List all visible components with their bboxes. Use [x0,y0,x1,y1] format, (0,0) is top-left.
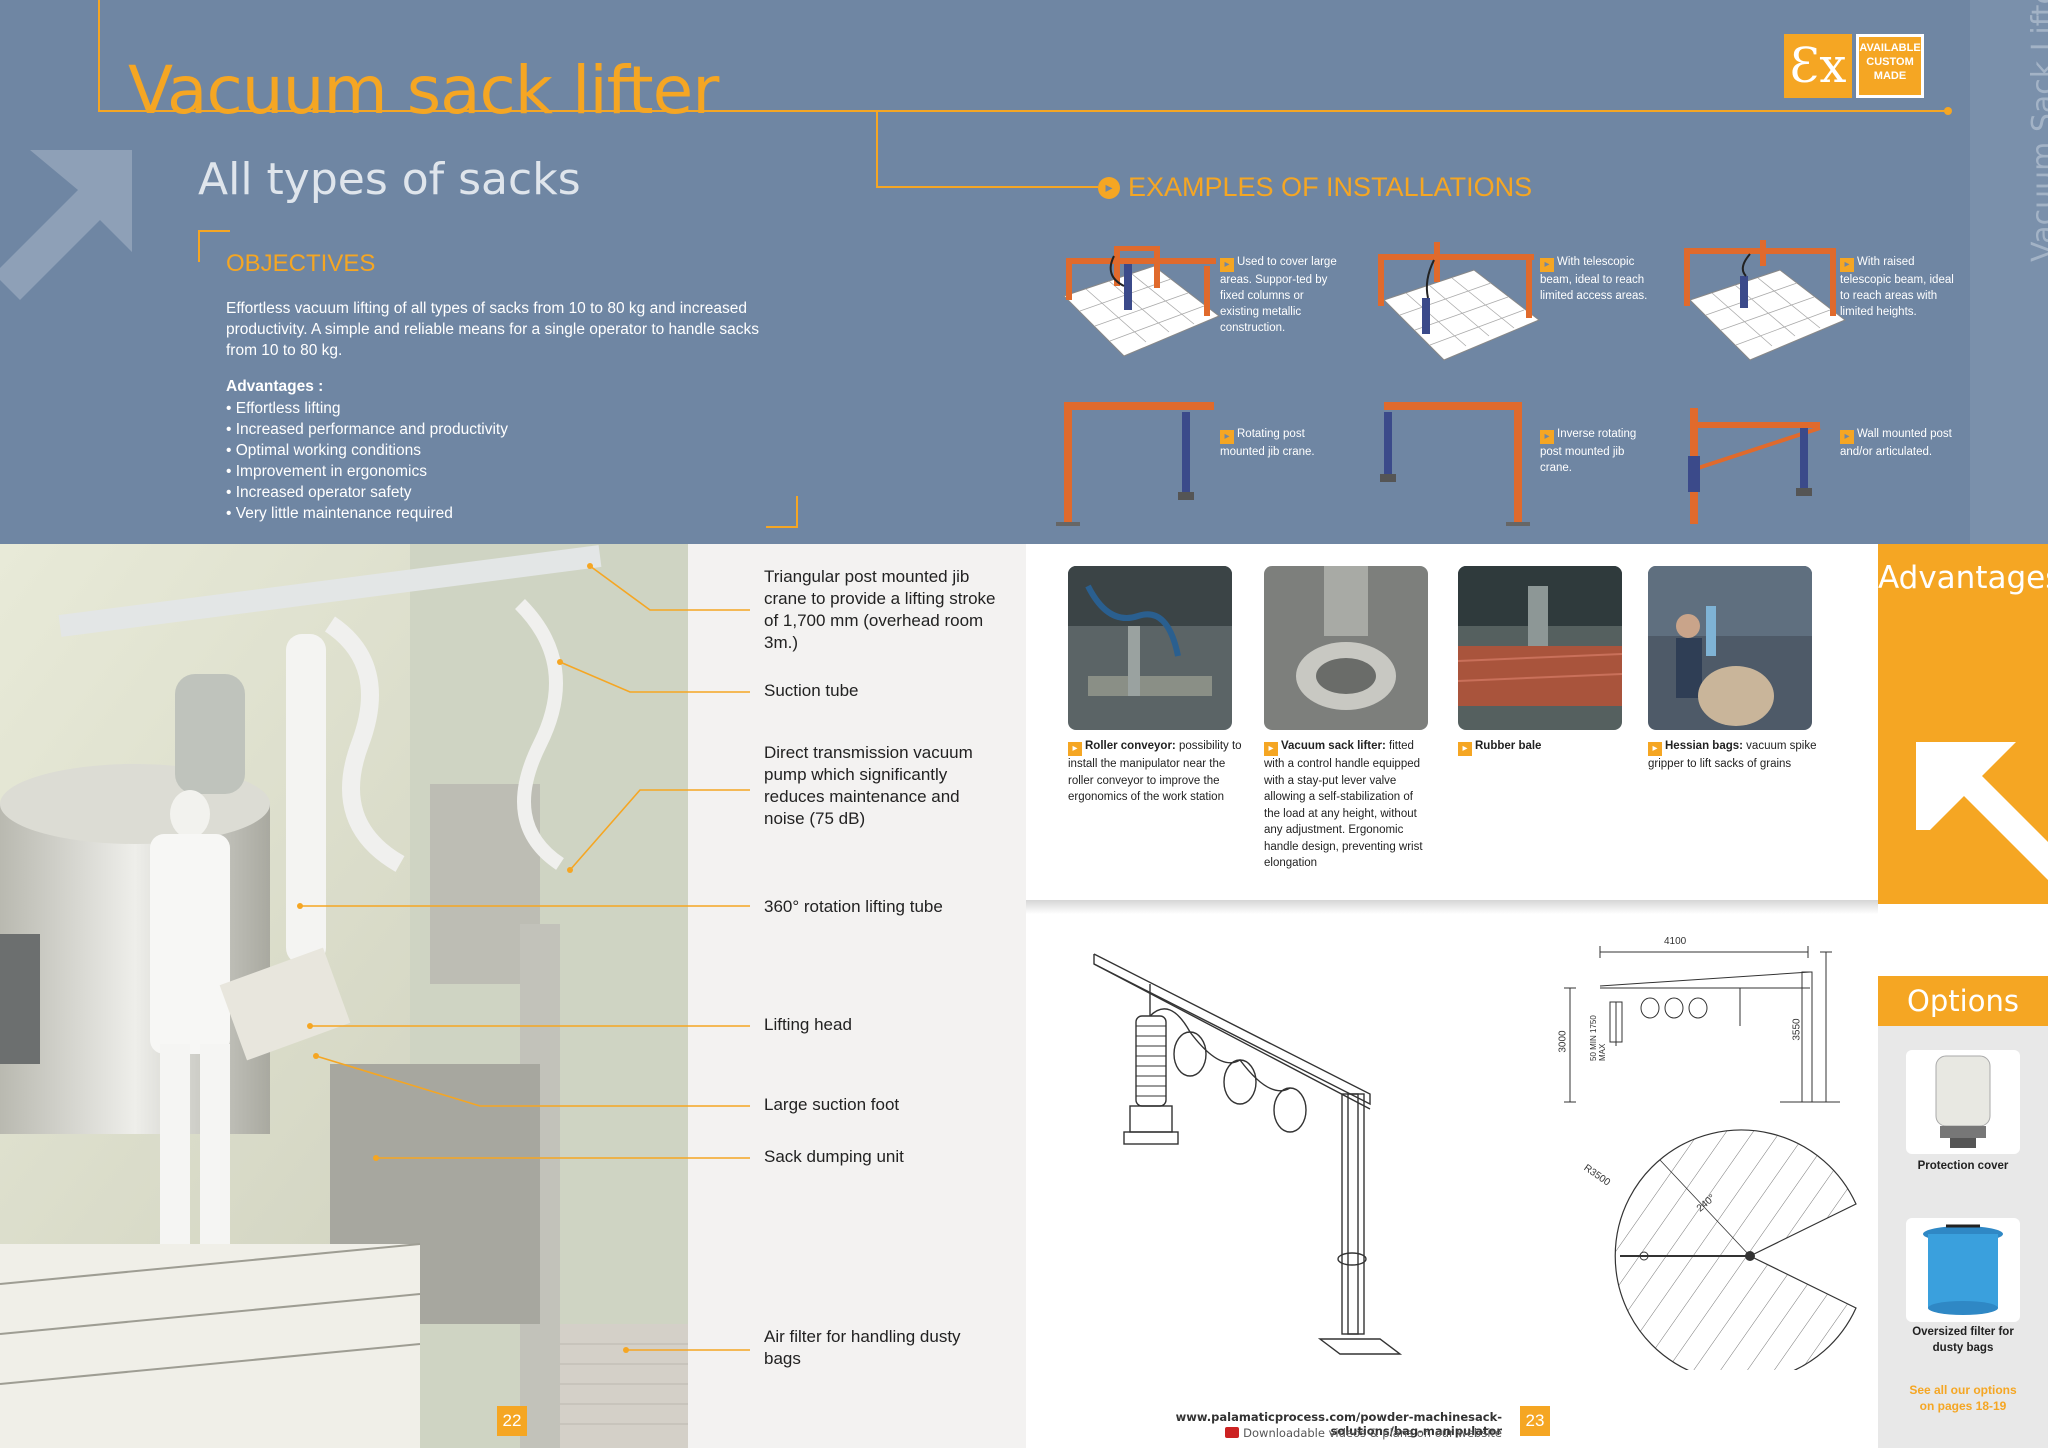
page-number-left: 22 [497,1406,527,1436]
callout-air-filter: Air filter for handling dusty bags [764,1327,961,1368]
page-subtitle: All types of sacks [198,154,581,205]
frame-line-horizontal [98,110,1948,112]
custom-badge-line: CUSTOM [1866,56,1914,68]
callout-suction-foot: Large suction foot [764,1095,900,1114]
option-filter-image [1906,1218,2020,1322]
objectives-heading: OBJECTIVES [226,250,376,277]
frame-line-connector-horizontal [876,186,1098,188]
callout-sack-dumping: Sack dumping unit [764,1147,904,1166]
card-caption-vacuum-sack-lifter: ▸Vacuum sack lifter: fitted with a contr… [1264,740,1423,869]
callout-leader-lines [297,563,750,1353]
list-item: Optimal working conditions [226,440,508,461]
options-see-all[interactable]: See all our options on pages 18-19 [1909,1383,2017,1413]
options-side-panel [1878,976,2048,1448]
rotation-area-drawing [1614,1129,1857,1370]
dim-min-max: 50 MIN 1750 MAX [1589,1015,1607,1061]
option-caption: Oversized filter for dusty bags [1912,1326,2014,1354]
bracket-top-left-v [198,230,200,262]
frame-line-end-dot [1944,107,1952,115]
advantages-list: Effortless lifting Increased performance… [226,398,508,524]
downloads-note: Downloadable videos & plans on our websi… [1090,1426,1502,1440]
installation-caption: ▸Wall mounted post and/or articulated. [1840,428,1952,458]
examples-heading: ▸ EXAMPLES OF INSTALLATIONS [1098,172,1532,203]
list-item: Effortless lifting [226,398,508,419]
callout-panel [688,544,1026,1448]
advantages-side-title: Advantages [1878,560,2048,596]
jib-crane-3d-drawing [1093,953,1403,1355]
panel-separator [1026,900,1878,914]
dim-height-right: 3550 [1791,1018,1803,1041]
advantages-label: Advantages : [226,378,324,395]
youtube-icon [1225,1427,1240,1438]
card-caption-rubber-bale: ▸Rubber bale [1458,738,1636,756]
factory-photo [0,544,688,1448]
installation-caption: ▸With telescopic beam, ideal to reach li… [1540,256,1648,302]
top-band-right-strip [1970,0,2048,544]
installation-illustration-inverse-rotating [1380,402,1530,526]
chevron-right-icon: ▸ [1264,742,1278,756]
chevron-right-icon: ▸ [1540,430,1554,444]
jib-crane-dimension-drawing [1564,946,1840,1103]
installation-illustration-gantry [1063,246,1220,357]
chevron-right-icon: ▸ [1220,258,1234,272]
vertical-title: Vacuum Sack Lifter [1966,0,2048,262]
ex-badge: Ɛx [1784,34,1852,98]
custom-badge-line: AVAILABLE [1859,42,1921,54]
options-side-header [1878,976,2048,1026]
list-item: Increased performance and productivity [226,419,508,440]
custom-made-badge: AVAILABLE CUSTOM MADE [1856,34,1924,98]
callout-lifting-head: Lifting head [764,1015,852,1034]
installation-caption: ▸Rotating post mounted jib crane. [1220,428,1315,458]
options-side-title: Options [1907,984,2019,1018]
chevron-right-icon: ▸ [1840,258,1854,272]
chevron-right-icon: ▸ [1098,176,1120,199]
vertical-title-text: Vacuum Sack Lifter [2026,0,2048,262]
photo-vacuum-sack-lifter [1264,566,1428,730]
list-item: Increased operator safety [226,482,508,503]
bracket-top-left-h [198,230,230,232]
photo-hessian-bags [1648,566,1812,730]
installation-illustration-telescopic [1378,242,1540,361]
installation-illustration-raised-telescopic [1684,240,1846,361]
callout-rotation-tube: 360° rotation lifting tube [764,897,943,916]
chevron-right-icon: ▸ [1220,430,1234,444]
card-caption-roller-conveyor: ▸Roller conveyor: possibility to install… [1068,740,1242,803]
objectives-text: Effortless vacuum lifting of all types o… [226,300,760,359]
installation-caption: ▸Used to cover large areas. Suppor-ted b… [1220,256,1337,334]
dim-width: 4100 [1664,936,1687,947]
dim-height-left: 3000 [1557,1030,1569,1053]
photo-rubber-bale [1458,566,1622,730]
installation-illustration-rotating-post [1056,402,1214,526]
installation-caption: ▸Inverse rotating post mounted jib crane… [1540,428,1637,474]
arrow-up-left-icon [1916,742,2048,880]
list-item: Very little maintenance required [226,503,508,524]
frame-line-connector-vertical [876,110,878,186]
frame-line-vertical [98,0,100,112]
installation-caption: ▸With raised telescopic beam, ideal to r… [1840,256,1954,318]
installation-illustration-wall-mounted [1688,408,1821,524]
chevron-right-icon: ▸ [1458,742,1472,756]
custom-badge-line: MADE [1873,70,1907,82]
bracket-bottom-right-h [766,526,798,528]
page-number-right: 23 [1520,1406,1550,1436]
chevron-right-icon: ▸ [1068,742,1082,756]
callout-suction-tube: Suction tube [764,681,859,700]
photo-roller-conveyor [1068,566,1232,730]
card-caption-hessian-bags: ▸Hessian bags: vacuum spike gripper to l… [1648,740,1817,770]
bracket-bottom-right-v [796,496,798,528]
website-link[interactable]: www.palamaticprocess.com/powder-machines… [1175,1410,1502,1438]
chevron-right-icon: ▸ [1840,430,1854,444]
examples-heading-text: EXAMPLES OF INSTALLATIONS [1128,172,1533,202]
chevron-right-icon: ▸ [1540,258,1554,272]
callout-jib-crane: Triangular post mounted jib crane to pro… [764,567,996,652]
callout-vacuum-pump: Direct transmission vacuum pump which si… [764,743,973,828]
page-title: Vacuum sack lifter [128,52,719,129]
chevron-right-icon: ▸ [1648,742,1662,756]
option-protection-cover-image [1906,1050,2020,1154]
list-item: Improvement in ergonomics [226,461,508,482]
arrow-up-right-icon [0,150,132,300]
option-caption: Protection cover [1917,1160,2009,1172]
